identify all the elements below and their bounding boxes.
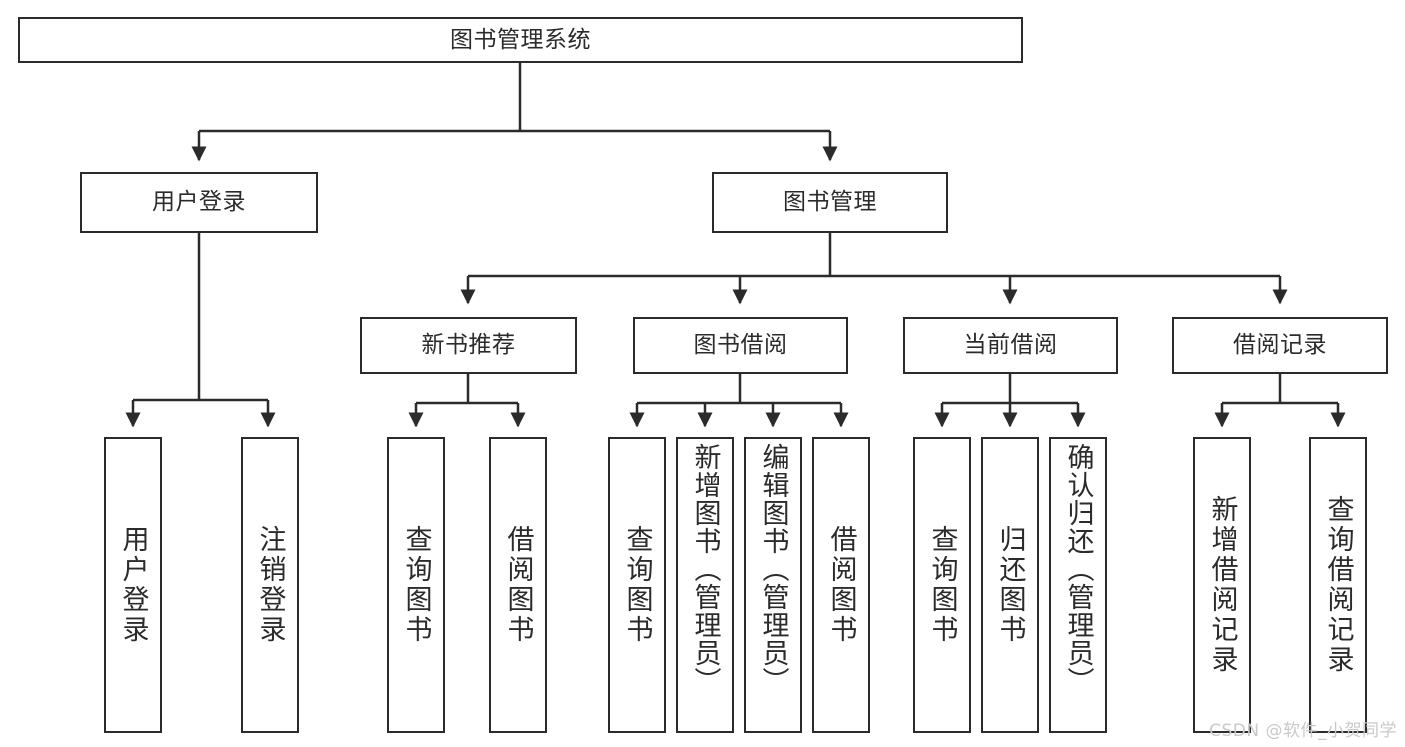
leaf-label: 新增图书（管理员） [689, 443, 721, 695]
csdn-watermark: CSDN @软件_小贺同学 [1209, 721, 1397, 741]
leaf-label: 注销登录 [254, 525, 286, 645]
leaf-new-book-borrow[interactable]: 借阅图书 [489, 437, 547, 733]
node-root[interactable]: 图书管理系统 [18, 17, 1023, 63]
leaf-label: 借阅图书 [502, 525, 534, 645]
leaf-current-return-book[interactable]: 归还图书 [981, 437, 1039, 733]
leaf-current-confirm-return[interactable]: 确认归还（管理员） [1049, 437, 1107, 733]
leaf-label: 查询图书 [400, 525, 432, 645]
leaf-label: 查询图书 [621, 525, 653, 645]
node-borrow-record-label: 借阅记录 [1233, 332, 1327, 359]
leaf-label: 用户登录 [117, 525, 149, 645]
node-user-login[interactable]: 用户登录 [80, 172, 318, 233]
leaf-label: 查询借阅记录 [1322, 495, 1354, 675]
node-book-borrow-label: 图书借阅 [693, 332, 788, 359]
node-new-book-recommend-label: 新书推荐 [421, 332, 516, 359]
leaf-borrow-edit-book[interactable]: 编辑图书（管理员） [744, 437, 802, 733]
node-new-book-recommend[interactable]: 新书推荐 [360, 317, 577, 374]
leaf-borrow-query-book[interactable]: 查询图书 [608, 437, 666, 733]
node-book-management-label: 图书管理 [783, 189, 877, 216]
leaf-record-query[interactable]: 查询借阅记录 [1309, 437, 1367, 733]
node-root-label: 图书管理系统 [450, 26, 591, 53]
node-borrow-record[interactable]: 借阅记录 [1172, 317, 1388, 374]
node-user-login-label: 用户登录 [152, 189, 246, 216]
node-current-borrow[interactable]: 当前借阅 [903, 317, 1118, 374]
leaf-borrow-borrow-book[interactable]: 借阅图书 [812, 437, 870, 733]
leaf-label: 新增借阅记录 [1206, 495, 1238, 675]
leaf-label: 归还图书 [994, 525, 1026, 645]
leaf-user-login-logout[interactable]: 注销登录 [241, 437, 299, 733]
leaf-label: 借阅图书 [825, 525, 857, 645]
node-book-management[interactable]: 图书管理 [712, 172, 948, 233]
leaf-label: 确认归还（管理员） [1062, 443, 1094, 695]
leaf-label: 编辑图书（管理员） [757, 443, 789, 695]
leaf-current-query-book[interactable]: 查询图书 [913, 437, 971, 733]
leaf-borrow-add-book[interactable]: 新增图书（管理员） [676, 437, 734, 733]
leaf-record-add[interactable]: 新增借阅记录 [1193, 437, 1251, 733]
leaf-label: 查询图书 [926, 525, 958, 645]
leaf-new-book-query[interactable]: 查询图书 [387, 437, 445, 733]
node-current-borrow-label: 当前借阅 [963, 332, 1058, 359]
node-book-borrow[interactable]: 图书借阅 [633, 317, 848, 374]
leaf-user-login-login[interactable]: 用户登录 [104, 437, 162, 733]
